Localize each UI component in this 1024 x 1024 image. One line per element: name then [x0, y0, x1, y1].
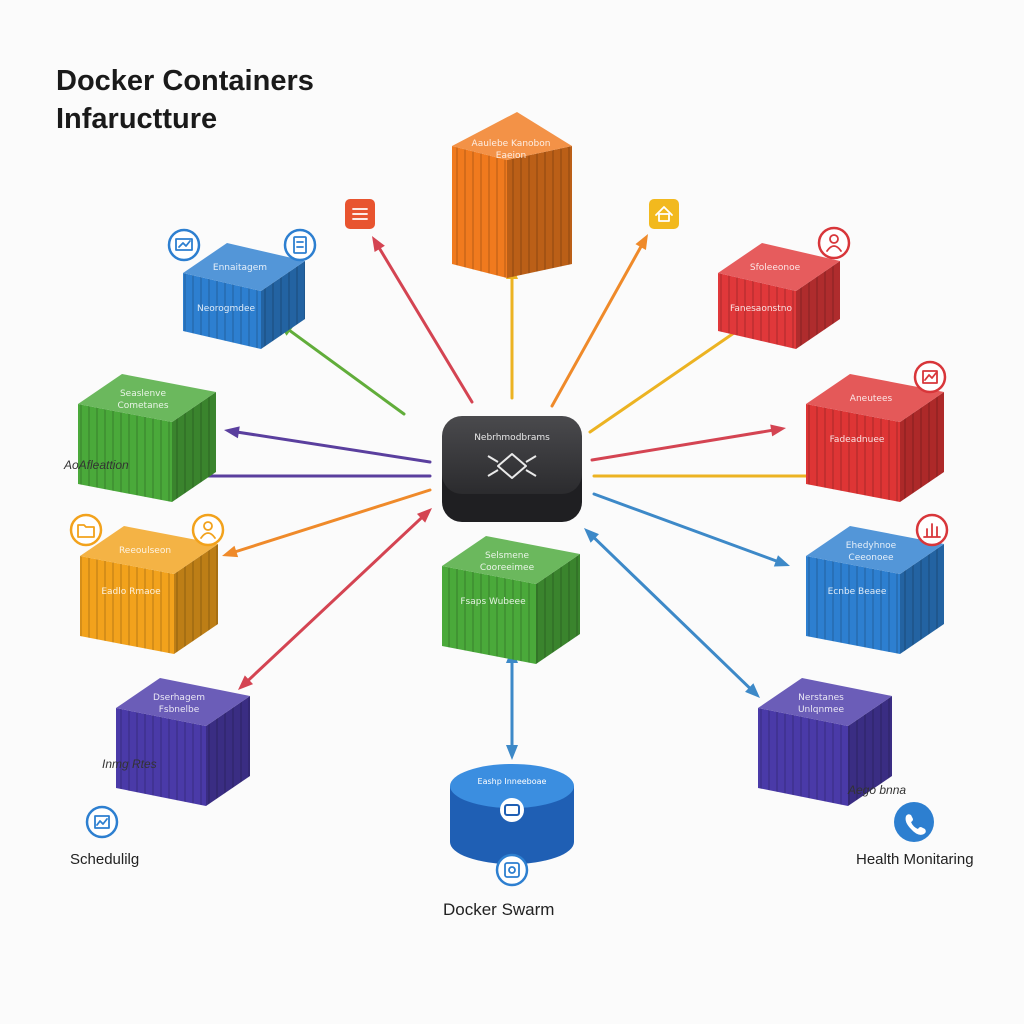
connection-arrow — [588, 322, 750, 434]
connection-arrow — [372, 236, 474, 404]
connection-arrow — [590, 424, 786, 462]
health-monitoring-label: Health Monitaring — [856, 851, 974, 868]
connection-arrow — [238, 508, 432, 690]
docker-swarm-label: Docker Swarm — [443, 900, 555, 919]
page-title: Docker Containers Infaructture — [56, 62, 314, 138]
connection-arrow — [592, 492, 790, 567]
user-icon — [817, 226, 851, 260]
monitor-icon — [167, 228, 201, 262]
container-top-text: Aaulebe Kanobon — [472, 139, 551, 149]
connection-arrows — [176, 234, 848, 760]
container-top-text: Selsmene — [485, 551, 529, 561]
scheduling-label: Schedulilg — [70, 851, 140, 868]
hub-label: Nebrhmodbrams — [474, 433, 550, 443]
container-top-text: Aneutees — [850, 394, 893, 404]
orchestrator-hub[interactable]: Nebrhmodbrams — [442, 416, 582, 522]
folder-icon — [69, 513, 103, 547]
container-top-text-2: Cooreeimee — [480, 563, 535, 573]
title-line-1: Docker Containers — [56, 65, 314, 97]
container-top-text: Ennaitagem — [213, 263, 267, 273]
connection-arrow — [278, 322, 406, 416]
connection-arrow — [550, 234, 648, 408]
container-top-text: Sfoleeonoe — [750, 263, 801, 273]
connection-arrow — [224, 426, 432, 464]
connection-arrow — [584, 528, 760, 698]
container-top-text: Reeoulseon — [119, 546, 171, 556]
container-front-text: Fadeadnuee — [830, 435, 885, 445]
containers-layer: Aaulebe KanobonEaeionEnnaitagemNeorogmde… — [78, 112, 944, 806]
container-front-text: Neorogmdee — [197, 304, 256, 314]
container-front-text: Eadlo Rmaoe — [101, 587, 161, 597]
container-top-text: Ehedyhnoe — [846, 541, 897, 551]
title-line-2: Infaructture — [56, 103, 218, 135]
container-top-text: Seaslenve — [120, 389, 167, 399]
document-icon — [283, 228, 317, 262]
database-icon — [495, 853, 529, 887]
connection-arrow — [506, 648, 518, 760]
side-label-right-bottom: Aego bnna — [848, 783, 907, 797]
connection-arrow — [222, 488, 432, 558]
chart-icon — [913, 360, 947, 394]
container-front-text: Fanesaonstno — [730, 304, 792, 314]
container-top-text-2: Fsbnelbe — [159, 705, 200, 715]
home-icon — [649, 199, 679, 229]
icons-layer — [69, 199, 949, 887]
docker-swarm-node[interactable]: Eashp Inneeboae — [450, 764, 574, 864]
orchestrator-icon — [487, 453, 537, 479]
container-top-text-2: Cometanes — [117, 401, 168, 411]
container-top-text-2: Ceeonoee — [848, 553, 894, 563]
bar-chart-icon — [915, 513, 949, 547]
swarm-icon — [500, 798, 524, 822]
side-label-left-bottom: Inmg Rtes — [102, 757, 157, 771]
container-top-text: Dserhagem — [153, 693, 205, 703]
container-top-text-2: Unlqnmee — [798, 705, 845, 715]
person-icon — [191, 513, 225, 547]
connection-arrow — [506, 264, 518, 400]
side-label-left-top: AoAfleattion — [64, 458, 129, 472]
phone-icon — [894, 802, 934, 842]
swarm-cylinder-text: Eashp Inneeboae — [478, 777, 547, 786]
container-front-text: Fsaps Wubeee — [460, 597, 526, 607]
list-icon — [345, 199, 375, 229]
container-top-text: Nerstanes — [798, 693, 844, 703]
container-front-text: Ecnbe Beaee — [828, 587, 887, 597]
analytics-icon — [85, 805, 119, 839]
container-top-text-2: Eaeion — [496, 151, 526, 161]
